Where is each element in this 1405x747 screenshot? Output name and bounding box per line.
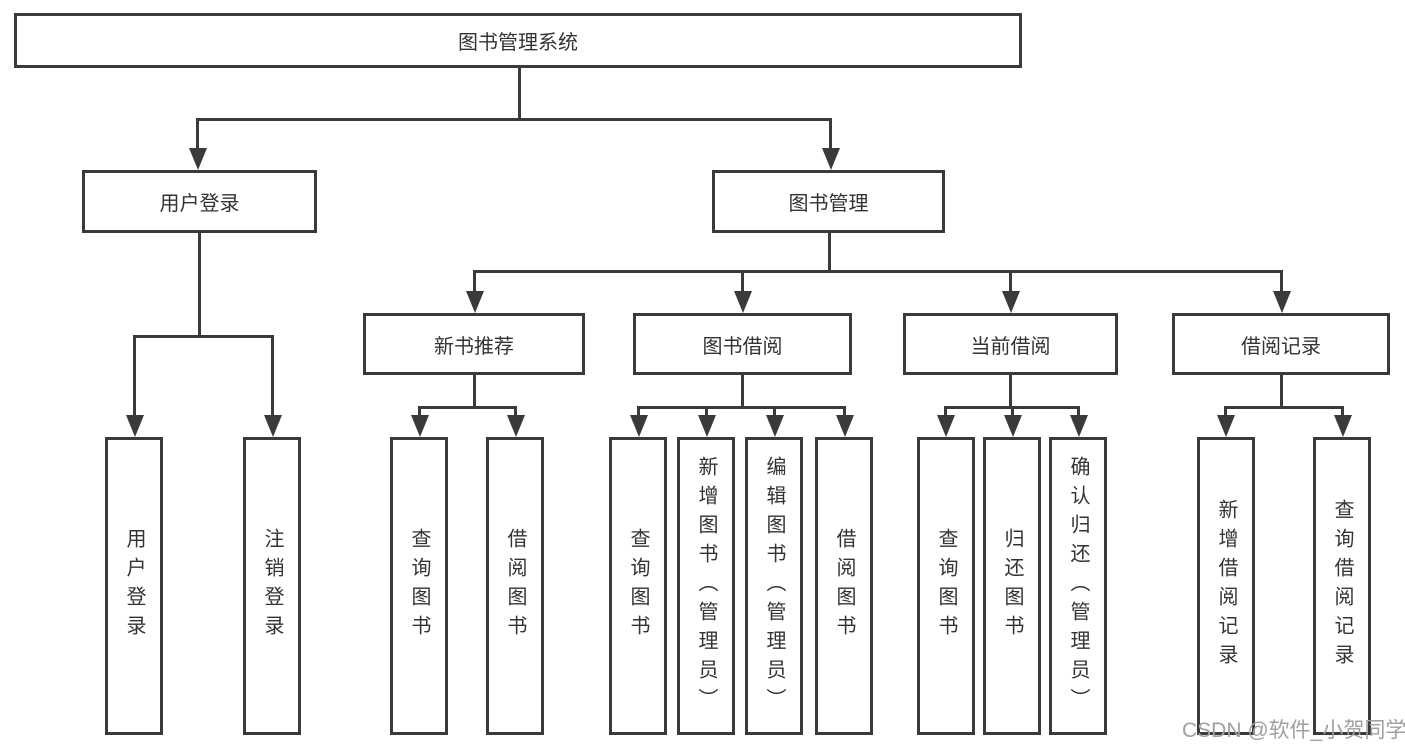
node-borrow-books: 借阅图书 xyxy=(815,437,873,735)
connector-line xyxy=(1280,375,1283,408)
node-borrowing-records: 借阅记录 xyxy=(1172,313,1390,375)
arrow-down-icon xyxy=(822,148,840,170)
node-label: 用户登录 xyxy=(123,528,145,644)
connector-line xyxy=(196,118,832,121)
arrow-down-icon xyxy=(734,291,752,313)
connector-line xyxy=(518,66,521,120)
node-current-borrowing: 当前借阅 xyxy=(903,313,1118,375)
node-label: 新增图书（管理员） xyxy=(695,455,717,717)
connector-line xyxy=(1224,406,1227,418)
arrow-down-icon xyxy=(1070,415,1088,437)
node-label: 归还图书 xyxy=(1001,528,1023,644)
node-library-management-system: 图书管理系统 xyxy=(14,13,1022,68)
node-add-books-admin: 新增图书（管理员） xyxy=(677,437,735,735)
node-borrow-books-recommend: 借阅图书 xyxy=(486,437,544,735)
connector-line xyxy=(1009,375,1012,408)
connector-line xyxy=(473,270,1282,273)
node-label: 查询图书 xyxy=(408,528,430,644)
connector-line xyxy=(1280,270,1283,293)
arrow-down-icon xyxy=(507,415,525,437)
arrow-down-icon xyxy=(126,415,144,437)
node-label: 查询借阅记录 xyxy=(1331,499,1353,673)
node-return-books: 归还图书 xyxy=(983,437,1041,735)
connector-line xyxy=(741,375,744,408)
node-label: 借阅图书 xyxy=(504,528,526,644)
node-query-books-current: 查询图书 xyxy=(917,437,975,735)
node-label: 借阅图书 xyxy=(833,528,855,644)
node-label: 借阅记录 xyxy=(1241,335,1321,358)
connector-line xyxy=(637,406,846,409)
arrow-down-icon xyxy=(1217,415,1235,437)
connector-line xyxy=(829,118,832,152)
connector-line xyxy=(843,406,846,418)
node-label: 新书推荐 xyxy=(434,335,514,358)
arrow-down-icon xyxy=(1334,415,1352,437)
connector-line xyxy=(196,118,199,152)
connector-line xyxy=(1077,406,1080,418)
node-label: 确认归还（管理员） xyxy=(1067,455,1089,717)
arrow-down-icon xyxy=(189,148,207,170)
connector-line xyxy=(1224,406,1344,409)
connector-line xyxy=(828,233,831,272)
node-label: 图书管理 xyxy=(788,193,869,215)
arrow-down-icon xyxy=(836,415,854,437)
connector-line xyxy=(705,406,708,418)
connector-line xyxy=(1341,406,1344,418)
node-query-books-borrow: 查询图书 xyxy=(609,437,667,735)
connector-line xyxy=(418,406,517,409)
node-label: 图书管理系统 xyxy=(458,32,578,54)
node-label: 当前借阅 xyxy=(970,335,1051,358)
node-edit-books-admin: 编辑图书（管理员） xyxy=(745,437,803,735)
arrow-down-icon xyxy=(698,415,716,437)
node-confirm-return-admin: 确认归还（管理员） xyxy=(1049,437,1107,735)
node-label: 用户登录 xyxy=(159,193,240,215)
node-logout-login: 注销登录 xyxy=(243,437,301,735)
connector-line xyxy=(133,335,136,417)
arrow-down-icon xyxy=(1004,415,1022,437)
node-label: 查询图书 xyxy=(935,528,957,644)
connector-line xyxy=(741,270,744,293)
arrow-down-icon xyxy=(937,415,955,437)
node-user-login-leaf: 用户登录 xyxy=(105,437,163,735)
node-query-books-recommend: 查询图书 xyxy=(390,437,448,735)
node-query-borrow-record: 查询借阅记录 xyxy=(1313,437,1371,735)
node-new-book-recommendation: 新书推荐 xyxy=(363,313,585,375)
connector-line xyxy=(637,406,640,418)
arrow-down-icon xyxy=(1002,291,1020,313)
node-label: 查询图书 xyxy=(627,528,649,644)
connector-line xyxy=(473,270,476,293)
node-user-login: 用户登录 xyxy=(82,170,317,233)
node-book-borrowing: 图书借阅 xyxy=(633,313,852,375)
connector-line xyxy=(514,406,517,418)
node-label: 图书借阅 xyxy=(702,335,783,358)
connector-line xyxy=(133,335,274,338)
node-book-management: 图书管理 xyxy=(712,170,945,233)
arrow-down-icon xyxy=(766,415,784,437)
connector-line xyxy=(1011,406,1014,418)
connector-line xyxy=(773,406,776,418)
arrow-down-icon xyxy=(466,291,484,313)
node-label: 新增借阅记录 xyxy=(1215,499,1237,673)
connector-line xyxy=(271,335,274,417)
node-label: 编辑图书（管理员） xyxy=(763,455,785,717)
connector-line xyxy=(198,233,201,337)
connector-line xyxy=(944,406,947,418)
arrow-down-icon xyxy=(1273,291,1291,313)
arrow-down-icon xyxy=(630,415,648,437)
watermark: CSDN @软件_小贺同学 xyxy=(1182,719,1405,742)
node-add-borrow-record: 新增借阅记录 xyxy=(1197,437,1255,735)
node-label: 注销登录 xyxy=(261,528,283,644)
arrow-down-icon xyxy=(411,415,429,437)
connector-line xyxy=(473,375,476,408)
connector-line xyxy=(1009,270,1012,293)
arrow-down-icon xyxy=(264,415,282,437)
connector-line xyxy=(418,406,421,418)
